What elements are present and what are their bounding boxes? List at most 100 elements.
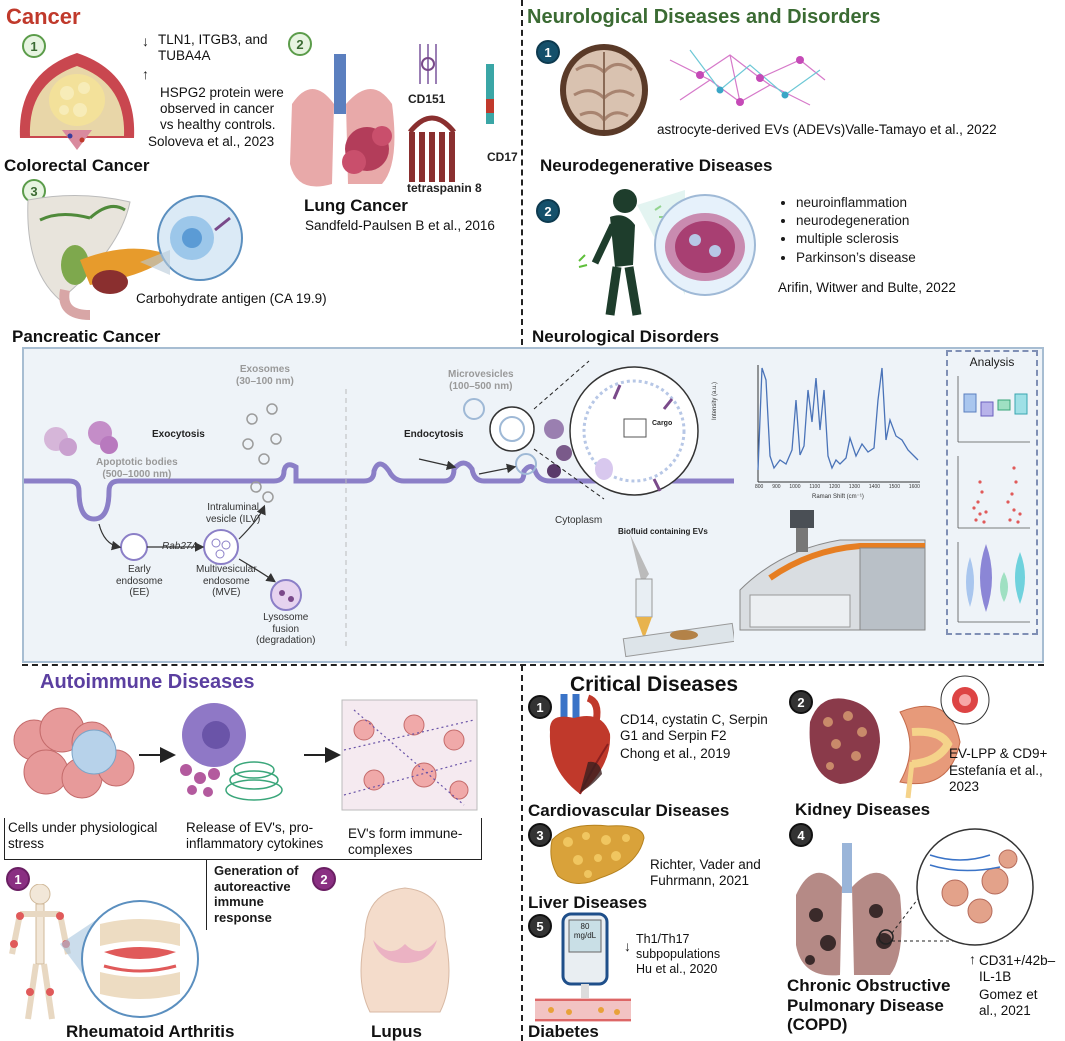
copd-label: Chronic Obstructive Pulmonary Disease (C…: [787, 976, 951, 1035]
microvesicles-label: Microvesicles (100–500 nm): [448, 369, 514, 392]
spectrum-tick: 1300: [848, 484, 861, 490]
vertical-divider-bottom: [521, 665, 523, 1041]
endocytosis-label: Endocytosis: [404, 429, 464, 440]
rheumatoid-arthritis-label: Rheumatoid Arthritis: [66, 1022, 235, 1041]
autoimmune-step2: Release of EV's, pro-inflammatory cytoki…: [186, 820, 324, 852]
cancer-title: Cancer: [6, 4, 81, 29]
diabetes-arrow-icon: ↓: [624, 938, 631, 954]
astrocyte-network-illustration: [669, 49, 826, 106]
vertical-divider-top: [521, 0, 523, 345]
copd-lungs-illustration: [796, 828, 1034, 976]
apoptotic-bodies-label: Apoptotic bodies (500–1000 nm): [96, 457, 178, 480]
critical-title: Critical Diseases: [570, 673, 739, 696]
cd151-label: CD151: [408, 92, 446, 106]
biofluid-label: Biofluid containing EVs: [618, 527, 708, 536]
colorectal-tissue-illustration: [19, 53, 135, 150]
lupus-face-illustration: [360, 887, 450, 1013]
neuro-disorder-list: neuroinflammation neurodegeneration mult…: [778, 194, 916, 267]
disorder-item: neurodegeneration: [796, 212, 916, 230]
heart-illustration: [549, 694, 611, 795]
spectrum-tick: 1100: [809, 484, 821, 490]
spectrum-tick: 800: [755, 484, 764, 490]
diabetes-markers: Th1/Th17 subpopulations: [636, 932, 721, 961]
rab27a-label: Rab27A: [162, 541, 199, 552]
pancreatic-label: Pancreatic Cancer: [12, 327, 161, 346]
kidney-markers: EV-LPP & CD9+: [949, 746, 1048, 761]
diabetes-badge: 5: [528, 914, 552, 938]
spectrum-tick: 1400: [868, 484, 881, 490]
rheumatoid-arthritis-illustration: [9, 884, 199, 1020]
diabetes-citation: Hu et al., 2020: [636, 962, 718, 976]
glucometer-reading: 80 mg/dL: [573, 922, 597, 940]
autoimmune-caption-frame: [4, 818, 482, 860]
neuro-title: Neurological Diseases and Disorders: [527, 6, 881, 28]
colorectal-markers-down: TLN1, ITGB3, and TUBA4A: [158, 32, 268, 64]
colorectal-citation: Soloveva et al., 2023: [148, 134, 275, 149]
kidney-label: Kidney Diseases: [795, 800, 931, 819]
liver-illustration: [550, 824, 645, 884]
lupus-badge: 2: [312, 867, 336, 891]
kidney-illustration: [809, 675, 990, 799]
pancreatic-antigen: Carbohydrate antigen (CA 19.9): [136, 291, 327, 306]
autoimmune-process-illustration: [13, 699, 478, 811]
disorder-item: neuroinflammation: [796, 194, 916, 212]
neurological-disorders-label: Neurological Disorders: [532, 327, 720, 346]
tetraspanin-label: tetraspanin 8: [407, 181, 482, 195]
ev-biogenesis-diagram: [24, 360, 734, 658]
lung-cancer-illustration: [290, 44, 494, 187]
spectrum-tick: 900: [772, 484, 781, 490]
neurodegenerative-badge: 1: [536, 40, 560, 64]
cardio-badge: 1: [528, 695, 552, 719]
generation-text: Generation of autoreactive immune respon…: [214, 863, 299, 925]
colorectal-label: Colorectal Cancer: [4, 156, 150, 175]
exocytosis-label: Exocytosis: [152, 429, 205, 440]
ra-badge: 1: [6, 867, 30, 891]
patient-brain-illustration: [578, 189, 756, 316]
spectrum-tick: 1600: [908, 484, 920, 490]
kidney-citation: Estefanía et al., 2023: [949, 763, 1043, 795]
spectrum-tick: 1000: [789, 484, 801, 490]
horizontal-divider: [22, 664, 1044, 666]
copd-arrow-icon: ↑: [969, 951, 976, 967]
colorectal-badge: 1: [22, 34, 46, 58]
autoimmune-title: Autoimmune Diseases: [40, 671, 255, 693]
exosomes-label: Exosomes (30–100 nm): [236, 364, 294, 387]
copd-markers: CD31+/42b– IL-1B: [979, 953, 1056, 985]
up-arrow-icon: ↑: [142, 66, 149, 82]
lysosome-label: Lysosome fusion (degradation): [256, 612, 316, 646]
copd-citation: Gomez et al., 2021: [979, 987, 1038, 1019]
analysis-box: [946, 350, 1038, 635]
cargo-label: Cargo: [652, 420, 673, 427]
spectrum-tick: 1500: [888, 484, 900, 490]
ilv-label: Intraluminal vesicle (ILV): [206, 502, 261, 525]
raman-spectrometer-illustration: [739, 510, 926, 631]
spectrum-tick: 1200: [828, 484, 841, 490]
colorectal-markers-up: HSPG2 protein were observed in cancer vs…: [160, 85, 284, 133]
cytoplasm-label: Cytoplasm: [555, 515, 603, 526]
neurodegenerative-label: Neurodegenerative Diseases: [540, 156, 773, 175]
analysis-title: Analysis: [969, 355, 1015, 369]
autoimmune-step1: Cells under physiological stress: [8, 820, 158, 852]
spectrum-xlabel: Raman Shift (cm⁻¹): [812, 494, 864, 500]
lupus-label: Lupus: [371, 1022, 422, 1041]
copd-badge: 4: [789, 823, 813, 847]
mve-label: Multivesicular endosome (MVE): [196, 564, 257, 598]
adevs-text: astrocyte-derived EVs (ADEVs)Valle-Tamay…: [657, 122, 997, 137]
liver-citation: Richter, Vader and Fuhrmann, 2021: [650, 857, 761, 889]
early-endosome-label: Early endosome (EE): [116, 564, 163, 598]
analysis-plots: [957, 376, 1030, 623]
cd17-label: CD17: [487, 150, 518, 164]
cardio-markers: CD14, cystatin C, Serpin G1 and Serpin F…: [620, 712, 768, 744]
spectrum-tick-labels: 800 900 1000 1100 1200 1300 1400 1500 16…: [755, 484, 920, 490]
cardio-citation: Chong et al., 2019: [620, 746, 731, 761]
disorder-item: multiple sclerosis: [796, 230, 916, 248]
autoimmune-connector: [206, 860, 207, 930]
pancreas-liver-illustration: [27, 194, 243, 320]
autoimmune-step3: EV's form immune-complexes: [348, 826, 463, 858]
lung-cancer-label: Lung Cancer: [304, 196, 408, 215]
neurological-disorders-badge: 2: [536, 199, 560, 223]
lung-cancer-badge: 2: [288, 32, 312, 56]
lung-cancer-citation: Sandfeld-Paulsen B et al., 2016: [305, 218, 495, 233]
kidney-badge: 2: [789, 690, 813, 714]
raman-spectrum-chart: [757, 365, 920, 483]
